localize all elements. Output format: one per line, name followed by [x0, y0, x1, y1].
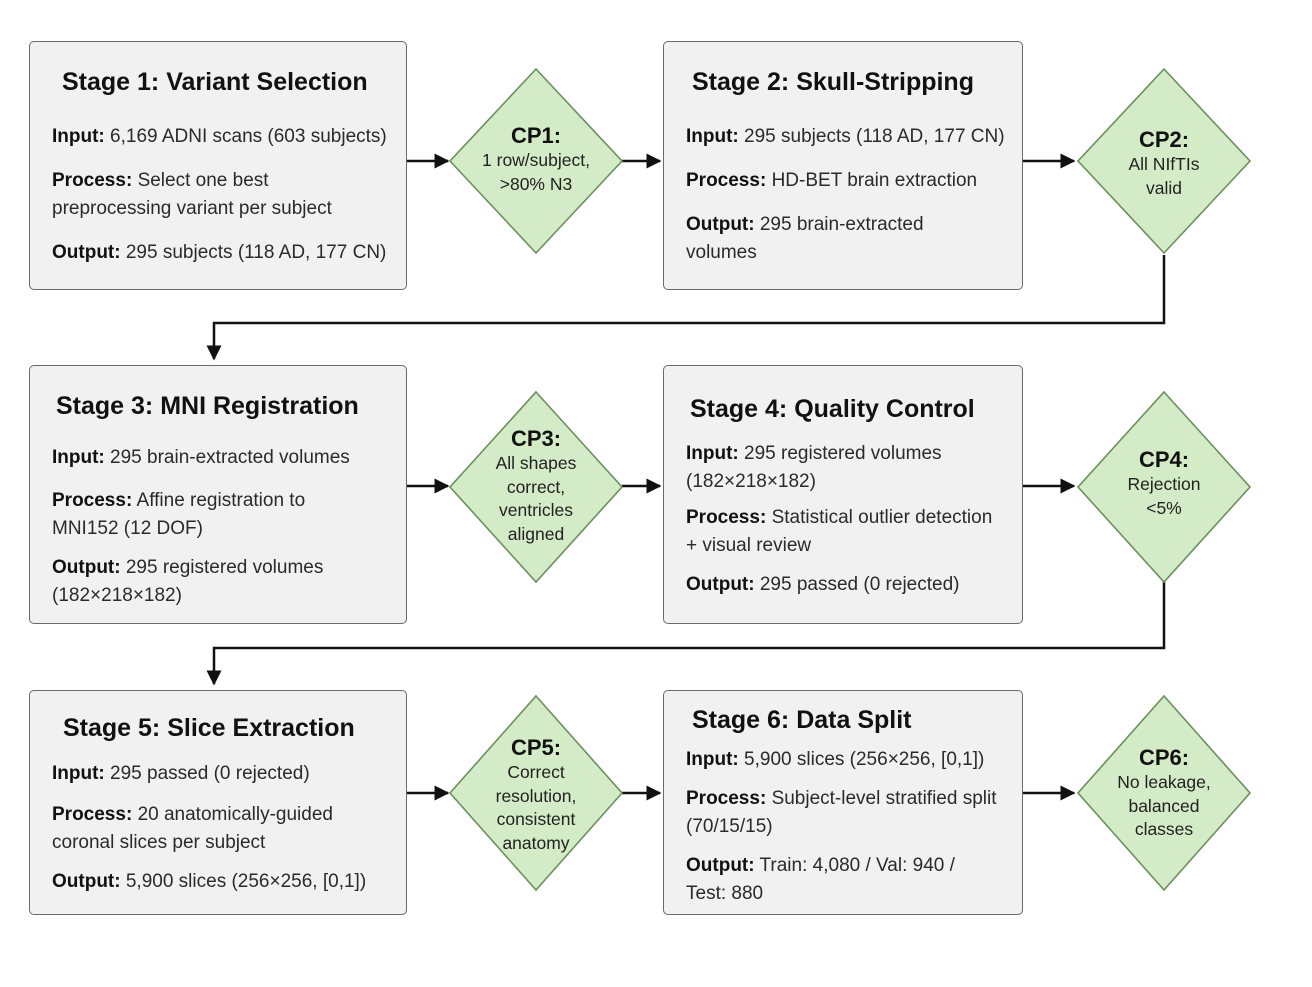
cp3-title: CP3:	[510, 426, 562, 451]
output-label: Output:	[686, 214, 755, 235]
stage-1-title: Stage 1: Variant Selection	[62, 68, 368, 96]
stage-5-title: Stage 5: Slice Extraction	[63, 714, 355, 742]
diamond-shape	[448, 67, 624, 255]
cp2-desc: All NIfTIs valid	[1128, 154, 1200, 198]
process-label: Process:	[686, 507, 767, 528]
stage-5-output: Output: 5,900 slices (256×256, [0,1])	[52, 868, 396, 896]
diamond-shape	[448, 694, 624, 892]
stage-5-process: Process: 20 anatomically-guided coronal …	[52, 801, 362, 857]
stage-2-input: Input: 295 subjects (118 AD, 177 CN)	[686, 123, 1012, 151]
stage-3-input: Input: 295 brain-extracted volumes	[52, 444, 396, 472]
stage-1-process: Process: Select one best preprocessing v…	[52, 167, 352, 223]
stage-5-output-value: 5,900 slices (256×256, [0,1])	[125, 871, 367, 892]
cp5-desc: Correct resolution, consistent anatomy	[495, 762, 577, 853]
process-label: Process:	[52, 170, 133, 191]
arrow-cp4-to-stage5	[206, 580, 1166, 686]
stage-4-output: Output: 295 passed (0 rejected)	[686, 571, 1012, 599]
output-label: Output:	[52, 871, 121, 892]
diamond-shape	[1076, 694, 1252, 892]
stage-6-box: Stage 6: Data Split Input: 5,900 slices …	[663, 690, 1023, 915]
process-label: Process:	[52, 490, 133, 511]
stage-2-title: Stage 2: Skull-Stripping	[692, 68, 974, 96]
stage-2-box: Stage 2: Skull-Stripping Input: 295 subj…	[663, 41, 1023, 290]
stage-2-output: Output: 295 brain-extracted volumes	[686, 211, 951, 267]
stage-3-process: Process: Affine registration to MNI152 (…	[52, 487, 332, 543]
input-label: Input:	[52, 447, 105, 468]
stage-5-input: Input: 295 passed (0 rejected)	[52, 760, 396, 788]
stage-1-box: Stage 1: Variant Selection Input: 6,169 …	[29, 41, 407, 290]
stage-6-input-value: 5,900 slices (256×256, [0,1])	[744, 749, 985, 770]
checkpoint-cp6: CP6: No leakage, balanced classes	[1076, 694, 1252, 892]
input-label: Input:	[686, 126, 739, 147]
stage-3-box: Stage 3: MNI Registration Input: 295 bra…	[29, 365, 407, 624]
cp1-desc: 1 row/subject, >80% N3	[482, 150, 590, 194]
cp2-title: CP2:	[1138, 127, 1190, 152]
output-label: Output:	[52, 557, 121, 578]
process-label: Process:	[686, 170, 767, 191]
stage-5-input-value: 295 passed (0 rejected)	[110, 763, 310, 784]
cp3-desc: All shapes correct, ventricles aligned	[495, 453, 577, 544]
stage-4-input: Input: 295 registered volumes (182×218×1…	[686, 440, 956, 496]
process-label: Process:	[686, 788, 767, 809]
stage-6-input: Input: 5,900 slices (256×256, [0,1])	[686, 746, 1012, 774]
stage-4-process: Process: Statistical outlier detection +…	[686, 504, 1006, 560]
input-label: Input:	[52, 763, 105, 784]
stage-3-title: Stage 3: MNI Registration	[56, 392, 359, 420]
stage-6-title: Stage 6: Data Split	[692, 706, 912, 734]
stage-5-box: Stage 5: Slice Extraction Input: 295 pas…	[29, 690, 407, 915]
checkpoint-cp4: CP4: Rejection <5%	[1076, 390, 1252, 584]
stage-6-output: Output: Train: 4,080 / Val: 940 / Test: …	[686, 852, 986, 908]
process-label: Process:	[52, 804, 133, 825]
cp5-title: CP5:	[510, 735, 562, 760]
stage-4-output-value: 295 passed (0 rejected)	[759, 574, 960, 595]
cp1-title: CP1:	[510, 123, 562, 148]
checkpoint-cp2: CP2: All NIfTIs valid	[1076, 67, 1252, 255]
stage-2-process: Process: HD-BET brain extraction	[686, 167, 1012, 195]
stage-4-title: Stage 4: Quality Control	[690, 395, 975, 423]
output-label: Output:	[52, 242, 121, 263]
stage-5-process-value: 20 anatomically-guided coronal slices pe…	[52, 804, 333, 853]
diamond-shape	[1076, 67, 1252, 255]
cp4-desc: Rejection <5%	[1127, 474, 1201, 518]
stage-6-output-value: Train: 4,080 / Val: 940 / Test: 880	[686, 855, 955, 904]
stage-3-process-value: Affine registration to MNI152 (12 DOF)	[52, 490, 306, 539]
stage-6-process: Process: Subject-level stratified split …	[686, 785, 1006, 841]
output-label: Output:	[686, 855, 755, 876]
stage-6-process-value: Subject-level stratified split (70/15/15…	[686, 788, 997, 837]
cp4-title: CP4:	[1138, 447, 1190, 472]
stage-2-input-value: 295 subjects (118 AD, 177 CN)	[744, 126, 1005, 147]
cp6-title: CP6:	[1138, 745, 1190, 770]
stage-3-output: Output: 295 registered volumes (182×218×…	[52, 554, 352, 610]
checkpoint-cp5: CP5: Correct resolution, consistent anat…	[448, 694, 624, 892]
stage-3-output-value: 295 registered volumes (182×218×182)	[52, 557, 324, 606]
stage-1-output: Output: 295 subjects (118 AD, 177 CN)	[52, 239, 396, 267]
input-label: Input:	[686, 749, 739, 770]
stage-3-input-value: 295 brain-extracted volumes	[110, 447, 350, 468]
stage-2-process-value: HD-BET brain extraction	[771, 170, 978, 191]
input-label: Input:	[52, 126, 105, 147]
diamond-shape	[448, 390, 624, 584]
checkpoint-cp1: CP1: 1 row/subject, >80% N3	[448, 67, 624, 255]
diamond-shape	[1076, 390, 1252, 584]
stage-4-process-value: Statistical outlier detection + visual r…	[686, 507, 993, 556]
stage-4-input-value: 295 registered volumes (182×218×182)	[686, 443, 942, 492]
output-label: Output:	[686, 574, 755, 595]
stage-4-box: Stage 4: Quality Control Input: 295 regi…	[663, 365, 1023, 624]
stage-1-input: Input: 6,169 ADNI scans (603 subjects)	[52, 123, 396, 151]
arrow-cp2-to-stage3	[206, 255, 1166, 361]
checkpoint-cp3: CP3: All shapes correct, ventricles alig…	[448, 390, 624, 584]
stage-1-process-value: Select one best preprocessing variant pe…	[52, 170, 332, 219]
stage-1-output-value: 295 subjects (118 AD, 177 CN)	[125, 242, 387, 263]
input-label: Input:	[686, 443, 739, 464]
cp6-desc: No leakage, balanced classes	[1117, 772, 1211, 839]
stage-2-output-value: 295 brain-extracted volumes	[686, 214, 924, 263]
stage-1-input-value: 6,169 ADNI scans (603 subjects)	[110, 126, 387, 147]
